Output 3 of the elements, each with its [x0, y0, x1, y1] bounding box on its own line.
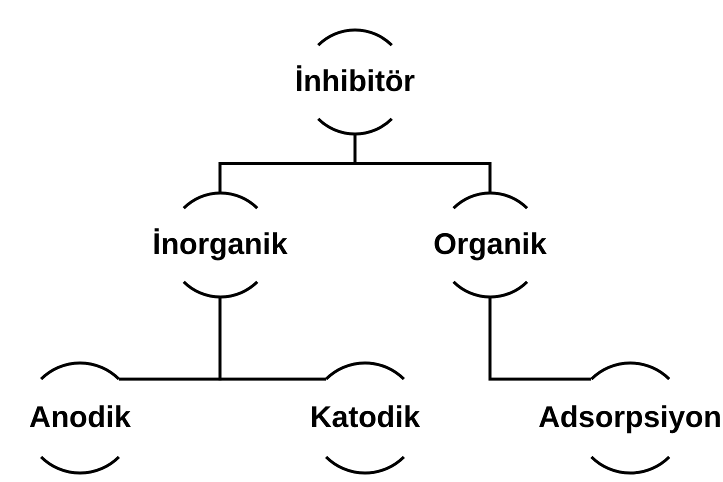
connector-line — [488, 297, 592, 381]
connector-line — [218, 297, 326, 381]
connector-line — [354, 134, 492, 193]
